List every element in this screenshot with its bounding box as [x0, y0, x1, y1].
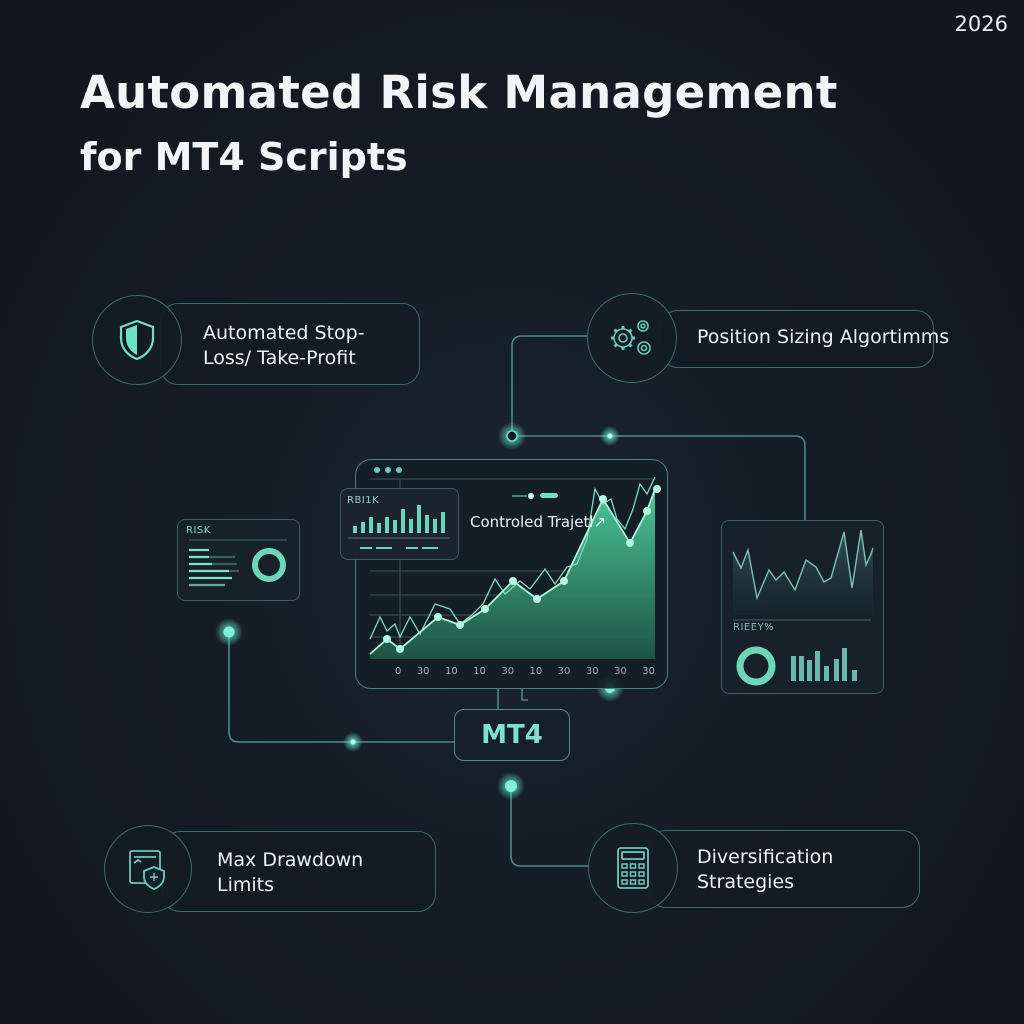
x-axis: 0 30 10 10 30 10 30 30 30 30 — [395, 666, 655, 677]
page-subtitle: for MT4 Scripts — [80, 135, 408, 179]
feature-card-max-drawdown[interactable] — [162, 831, 436, 912]
inset-panel-label: RBI1K — [347, 495, 380, 506]
feature-icon-circle — [104, 825, 192, 913]
right-panel-label: RIEEY% — [733, 622, 775, 633]
shield-chart-icon — [129, 850, 165, 890]
main-chart-title: Controled Trajetl↗ — [470, 513, 607, 531]
feature-label-stop-loss: Automated Stop-Loss/ Take-Profit — [203, 322, 365, 369]
feature-icon-circle — [588, 823, 678, 913]
feature-card-stop-loss[interactable] — [160, 303, 420, 385]
main-chart — [369, 467, 661, 659]
page-title: Automated Risk Management — [80, 66, 838, 119]
feature-icon-circle — [587, 293, 677, 383]
mt4-hub: MT4 — [454, 709, 570, 761]
feature-icon-circle — [92, 295, 182, 385]
risk-panel-graphic — [189, 539, 287, 587]
gears-icon — [611, 320, 651, 355]
right-panel-chart — [732, 529, 874, 686]
shield-icon — [119, 319, 155, 361]
year-label: 2026 — [954, 12, 1008, 36]
calculator-icon — [617, 847, 649, 889]
risk-panel-label: RISK — [186, 525, 211, 536]
inset-bar-panel — [340, 488, 459, 560]
inset-bar-chart — [348, 505, 450, 549]
feature-label-position-sizing: Position Sizing Algortimms — [697, 326, 950, 348]
feature-card-diversification[interactable] — [648, 830, 920, 908]
